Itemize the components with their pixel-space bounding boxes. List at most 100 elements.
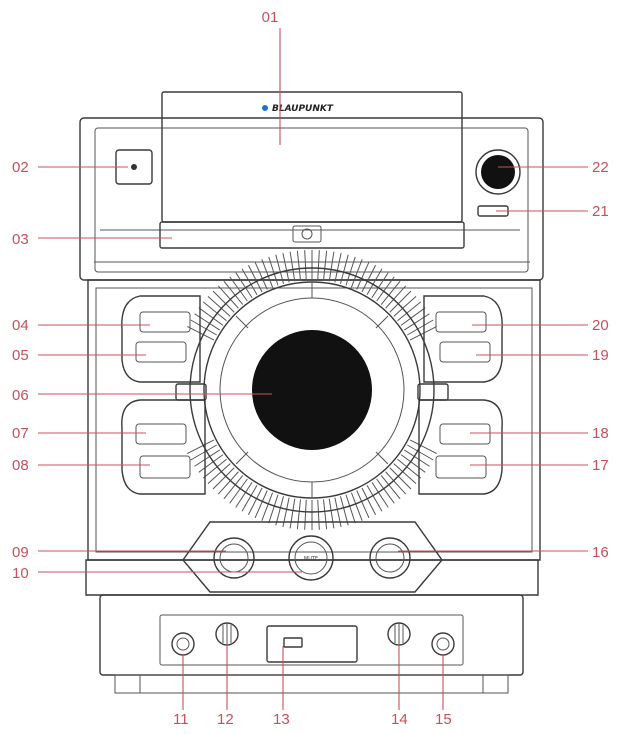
bottom-panel [171,622,455,663]
rib-line [385,285,407,309]
rib-line [350,492,363,521]
rib-line [202,301,227,322]
woofer-assembly [175,250,449,530]
rib-line [371,272,389,299]
rib-line [361,487,377,515]
callout-21: 21 [496,203,609,220]
rib-line [380,280,401,305]
rib-line [296,499,301,530]
knob-14[interactable] [387,622,411,646]
button-17[interactable] [435,455,487,479]
rib-line [376,478,395,504]
rib-line [407,319,434,336]
rib-line [366,268,383,295]
callout-number-01: 01 [262,9,279,26]
callout-17: 17 [470,457,609,474]
rib-line [400,307,426,326]
rib-line [202,458,227,479]
callout-04: 04 [12,317,150,334]
rib-line [296,250,301,281]
callout-number-05: 05 [12,347,29,364]
rib-line [194,313,221,331]
left-button-stack [121,295,206,495]
button-07[interactable] [135,423,187,445]
callout-01: 01 [262,9,281,145]
rib-line [207,295,231,317]
rib-line [385,471,407,495]
callout-number-04: 04 [12,317,29,334]
rib-line [247,487,263,515]
knob-panel: MUTE [182,521,443,593]
callout-06: 06 [12,387,272,404]
callout-05: 05 [12,347,146,364]
rib-line [328,251,335,282]
callout-number-03: 03 [12,231,29,248]
callout-number-15: 15 [435,711,452,728]
callout-16: 16 [398,544,609,561]
callout-03: 03 [12,231,172,248]
callout-13: 13 [273,646,290,728]
rib-line [268,494,279,524]
rib-line [350,259,363,288]
rib-line [304,250,307,281]
button-18[interactable] [439,423,491,445]
callout-number-16: 16 [592,544,609,561]
rib-line [304,499,307,530]
knob-16[interactable] [369,537,411,579]
callout-09: 09 [12,544,226,561]
callout-number-09: 09 [12,544,29,561]
callout-number-20: 20 [592,317,609,334]
disc-icon [292,225,322,243]
callout-10: 10 [12,565,302,582]
callout-08: 08 [12,457,150,474]
callout-15: 15 [435,654,452,728]
callout-number-19: 19 [592,347,609,364]
rib-line [217,471,239,495]
rib-line [198,307,224,326]
rib-line [397,301,422,322]
jack-11[interactable] [171,632,195,656]
rib-line [317,499,320,530]
rib-line [241,268,258,295]
button-05[interactable] [135,341,187,363]
callout-22: 22 [498,159,609,176]
callout-number-22: 22 [592,159,609,176]
rib-line [289,251,296,282]
rib-line [345,494,356,524]
rib-line [403,313,430,331]
jack-15[interactable] [431,632,455,656]
callout-07: 07 [12,425,146,442]
callout-number-02: 02 [12,159,29,176]
rib-line [407,444,434,461]
rib-line [376,276,395,302]
rib-line [212,467,235,490]
standby-button[interactable] [477,199,509,217]
mute-knob[interactable]: MUTE [288,535,334,581]
rib-line [345,256,356,286]
rib-line [403,449,430,467]
callout-number-06: 06 [12,387,29,404]
rib-line [194,449,221,467]
rib-line [366,485,383,512]
rib-line [397,458,422,479]
brand-dot-icon [262,105,268,111]
button-08[interactable] [139,455,191,479]
rib-line [275,496,285,526]
callout-12: 12 [217,644,234,728]
button-20[interactable] [435,311,487,333]
callout-number-12: 12 [217,711,234,728]
button-19[interactable] [439,341,491,363]
rib-line [235,272,253,299]
rib-line [339,496,349,526]
rib-line [254,261,268,290]
callout-02: 02 [12,159,128,176]
usb-port[interactable] [266,625,358,663]
rib-line [217,285,239,309]
rib-line [371,481,389,508]
callout-number-08: 08 [12,457,29,474]
knob-12[interactable] [215,622,239,646]
callout-number-11: 11 [173,711,189,728]
cd-lid[interactable]: BLAUPUNKT [159,91,465,249]
callout-14: 14 [391,644,408,728]
button-04[interactable] [139,311,191,333]
